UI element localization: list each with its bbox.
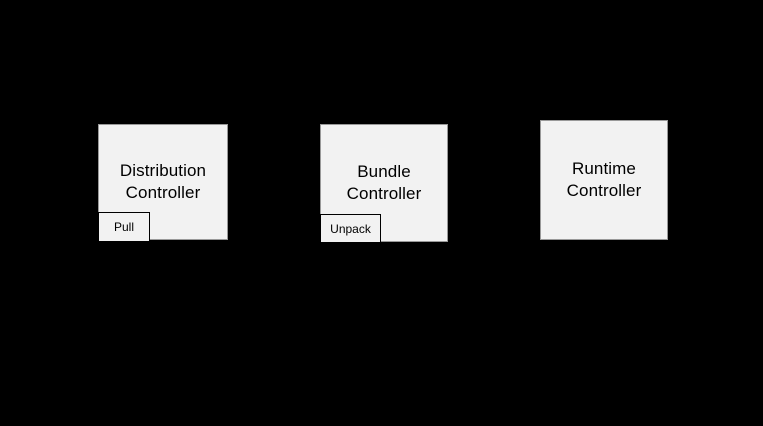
node-tab-label: Pull [113,220,134,234]
node-runtime-controller[interactable]: Runtime Controller [540,120,668,240]
node-label: Bundle Controller [346,162,422,203]
node-tab-pull[interactable]: Pull [98,212,150,242]
node-tab-unpack[interactable]: Unpack [320,214,381,243]
node-tab-label: Unpack [330,221,371,236]
node-label: Distribution Controller [119,161,207,202]
node-label: Runtime Controller [566,159,642,200]
